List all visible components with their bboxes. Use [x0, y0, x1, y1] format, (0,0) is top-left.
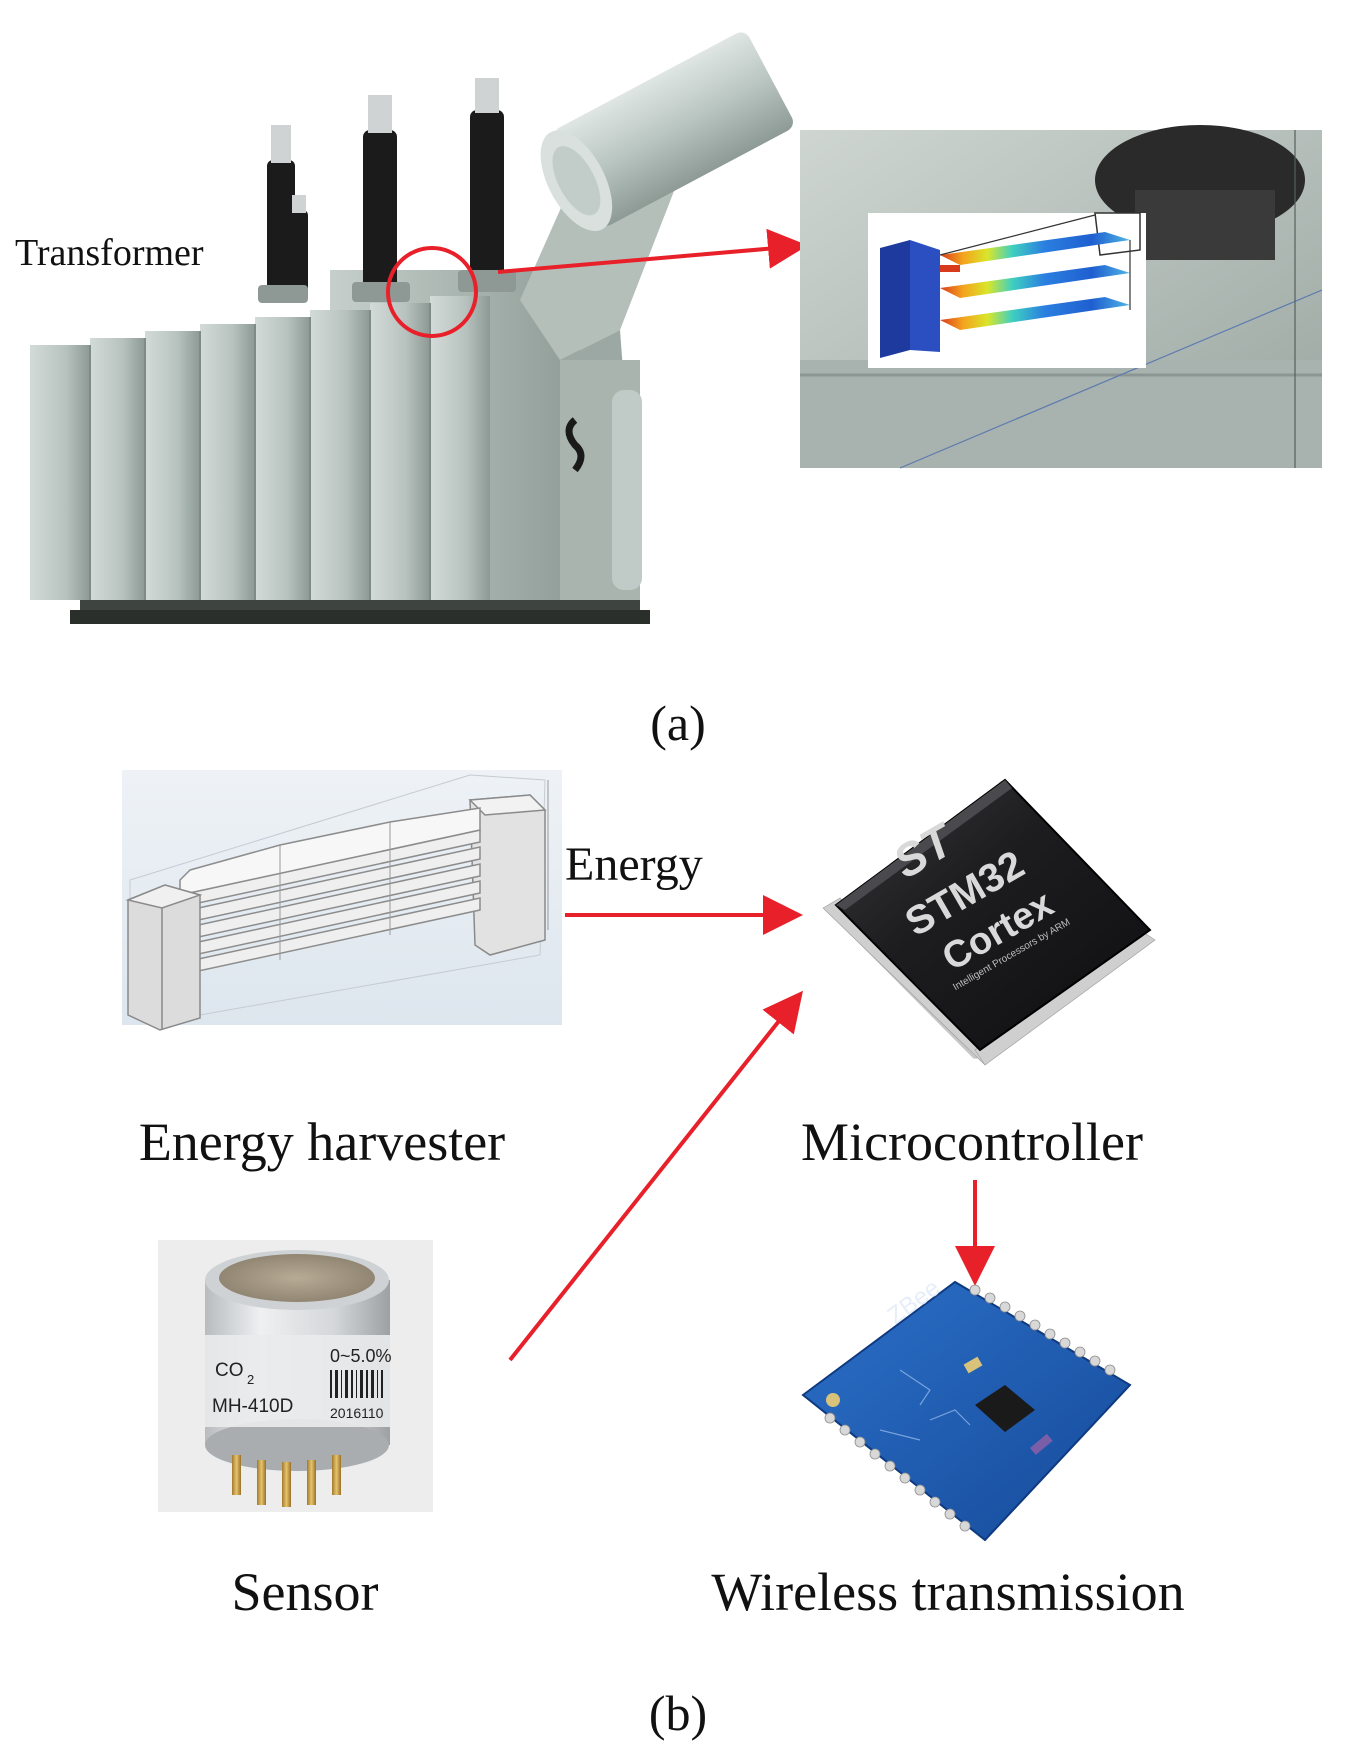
microcontroller-label: Microcontroller — [801, 1112, 1143, 1172]
zoom-inset-photo — [800, 125, 1323, 469]
co2-sensor-photo: CO 2 MH-410D 0~5.0% 2016110 — [158, 1240, 433, 1512]
sensor-barcode — [330, 1370, 383, 1398]
cooling-radiators — [30, 296, 490, 600]
zoom-arrow — [497, 228, 808, 274]
sensor-serial: 2016110 — [330, 1405, 384, 1421]
sensor-label: Sensor — [232, 1562, 379, 1622]
fem-simulation-render — [868, 212, 1146, 368]
wireless-transmission-label: Wireless transmission — [711, 1562, 1184, 1622]
caption-a: (a) — [650, 695, 706, 751]
energy-label: Energy — [565, 838, 703, 891]
sensor-gas-subscript: 2 — [247, 1372, 254, 1387]
microcontroller-chip: ST STM32 Cortex Intelligent Processors b… — [822, 778, 1156, 1066]
zigbee-module-photo: ZBee — [801, 1274, 1132, 1542]
sensor-range: 0~5.0% — [330, 1346, 392, 1366]
energy-harvester-label: Energy harvester — [139, 1112, 505, 1172]
transformer-label: Transformer — [15, 232, 204, 274]
sensor-gas: CO — [215, 1360, 244, 1381]
transformer-photo — [30, 32, 793, 624]
sensor-arrow — [508, 990, 803, 1362]
energy-harvester-render — [122, 770, 562, 1031]
sensor-model: MH-410D — [212, 1396, 293, 1417]
hv-bushings — [267, 110, 504, 300]
highlight-circle — [386, 246, 478, 338]
caption-b: (b) — [649, 1685, 707, 1741]
